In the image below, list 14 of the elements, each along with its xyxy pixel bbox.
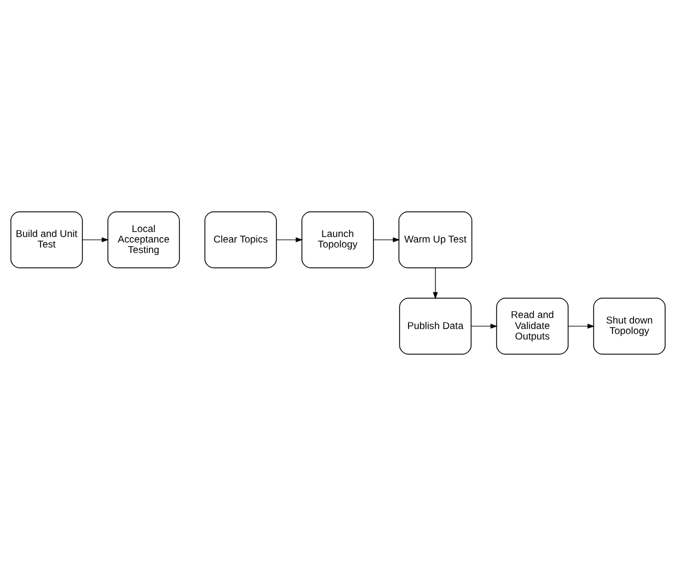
- arrow: [568, 323, 595, 328]
- arrow: [82, 236, 109, 242]
- arrow: [276, 236, 303, 242]
- arrow: [373, 236, 400, 242]
- node-box: Shut down Topology: [593, 297, 666, 354]
- node-box: Clear Topics: [204, 210, 277, 268]
- node-box: Local Acceptance Testing: [107, 210, 180, 268]
- node-box: Publish Data: [399, 297, 472, 354]
- node-box: Build and Unit Test: [10, 210, 83, 268]
- arrow: [432, 267, 438, 299]
- node-box: Warm Up Test: [398, 210, 472, 268]
- node-box: Launch Topology: [301, 210, 374, 268]
- arrow: [470, 323, 498, 328]
- node-box: Read and Validate Outputs: [496, 297, 569, 354]
